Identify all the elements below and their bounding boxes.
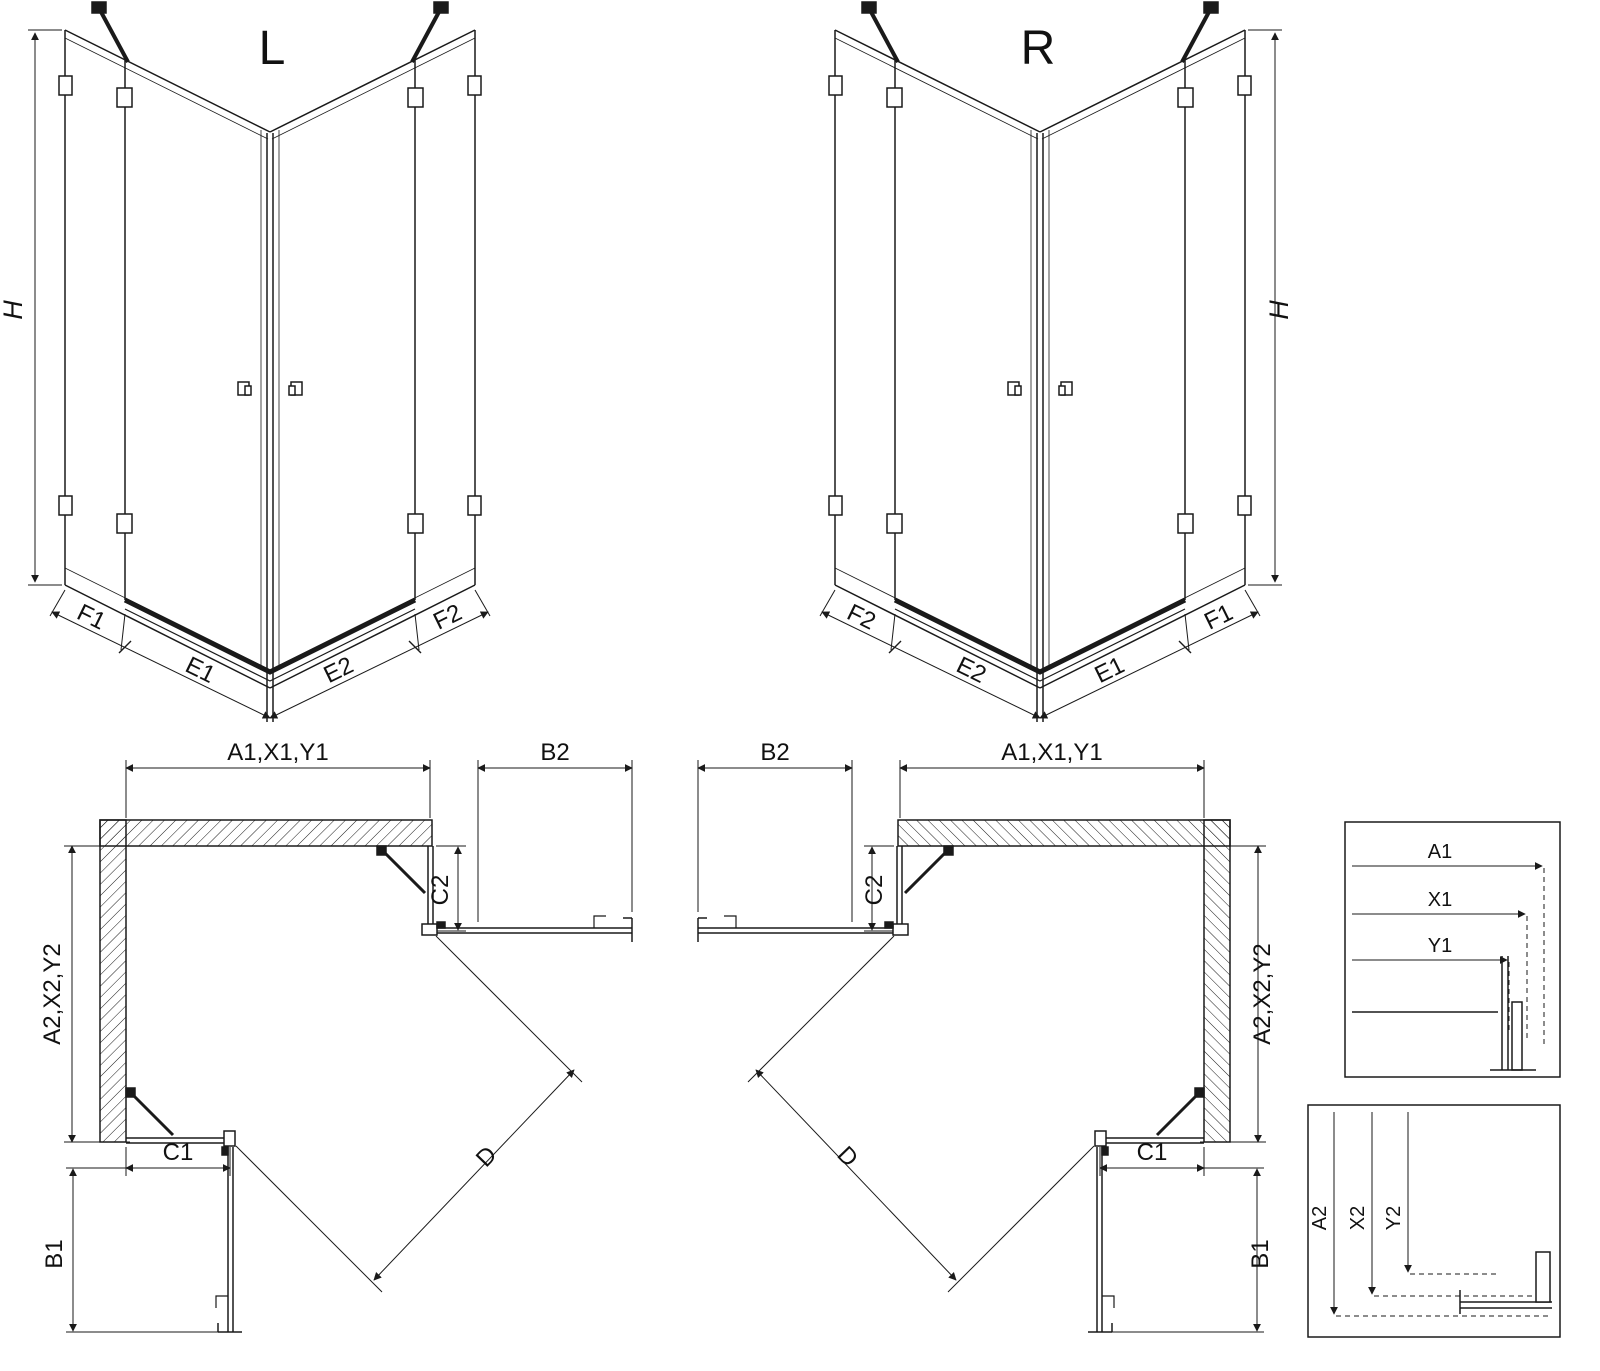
plan-left-b2-label: B2 bbox=[540, 739, 569, 766]
detail-y2-label: Y2 bbox=[1383, 1206, 1405, 1230]
plan-right-width-label: A1,X1,Y1 bbox=[1001, 739, 1102, 766]
detail-a1-label: A1 bbox=[1428, 841, 1452, 863]
detail-y1-label: Y1 bbox=[1428, 935, 1452, 957]
plan-right-c1-label: C1 bbox=[1137, 1139, 1168, 1166]
plan-left-width-label: A1,X1,Y1 bbox=[227, 739, 328, 766]
plan-right-b1-label: B1 bbox=[1247, 1239, 1274, 1268]
plan-right-b2-label: B2 bbox=[760, 739, 789, 766]
detail-a2-label: A2 bbox=[1309, 1206, 1331, 1230]
height-label-right: H bbox=[1264, 300, 1294, 320]
plan-right-c2-label: C2 bbox=[861, 875, 888, 906]
depth-detail-box bbox=[1307, 1104, 1561, 1338]
plan-left-b1-label: B1 bbox=[41, 1239, 68, 1268]
view-label-right: R bbox=[1021, 22, 1056, 75]
detail-x1-label: X1 bbox=[1428, 889, 1452, 911]
plan-right-depth-label: A2,X2,Y2 bbox=[1249, 943, 1276, 1044]
plan-left-c1-label: C1 bbox=[163, 1139, 194, 1166]
width-detail-box bbox=[1344, 821, 1561, 1078]
plan-left-c2-label: C2 bbox=[427, 875, 454, 906]
height-label-left: H bbox=[0, 300, 28, 320]
plan-left-depth-label: A2,X2,Y2 bbox=[39, 943, 66, 1044]
detail-x2-label: X2 bbox=[1347, 1206, 1369, 1230]
view-label-left: L bbox=[259, 22, 286, 75]
